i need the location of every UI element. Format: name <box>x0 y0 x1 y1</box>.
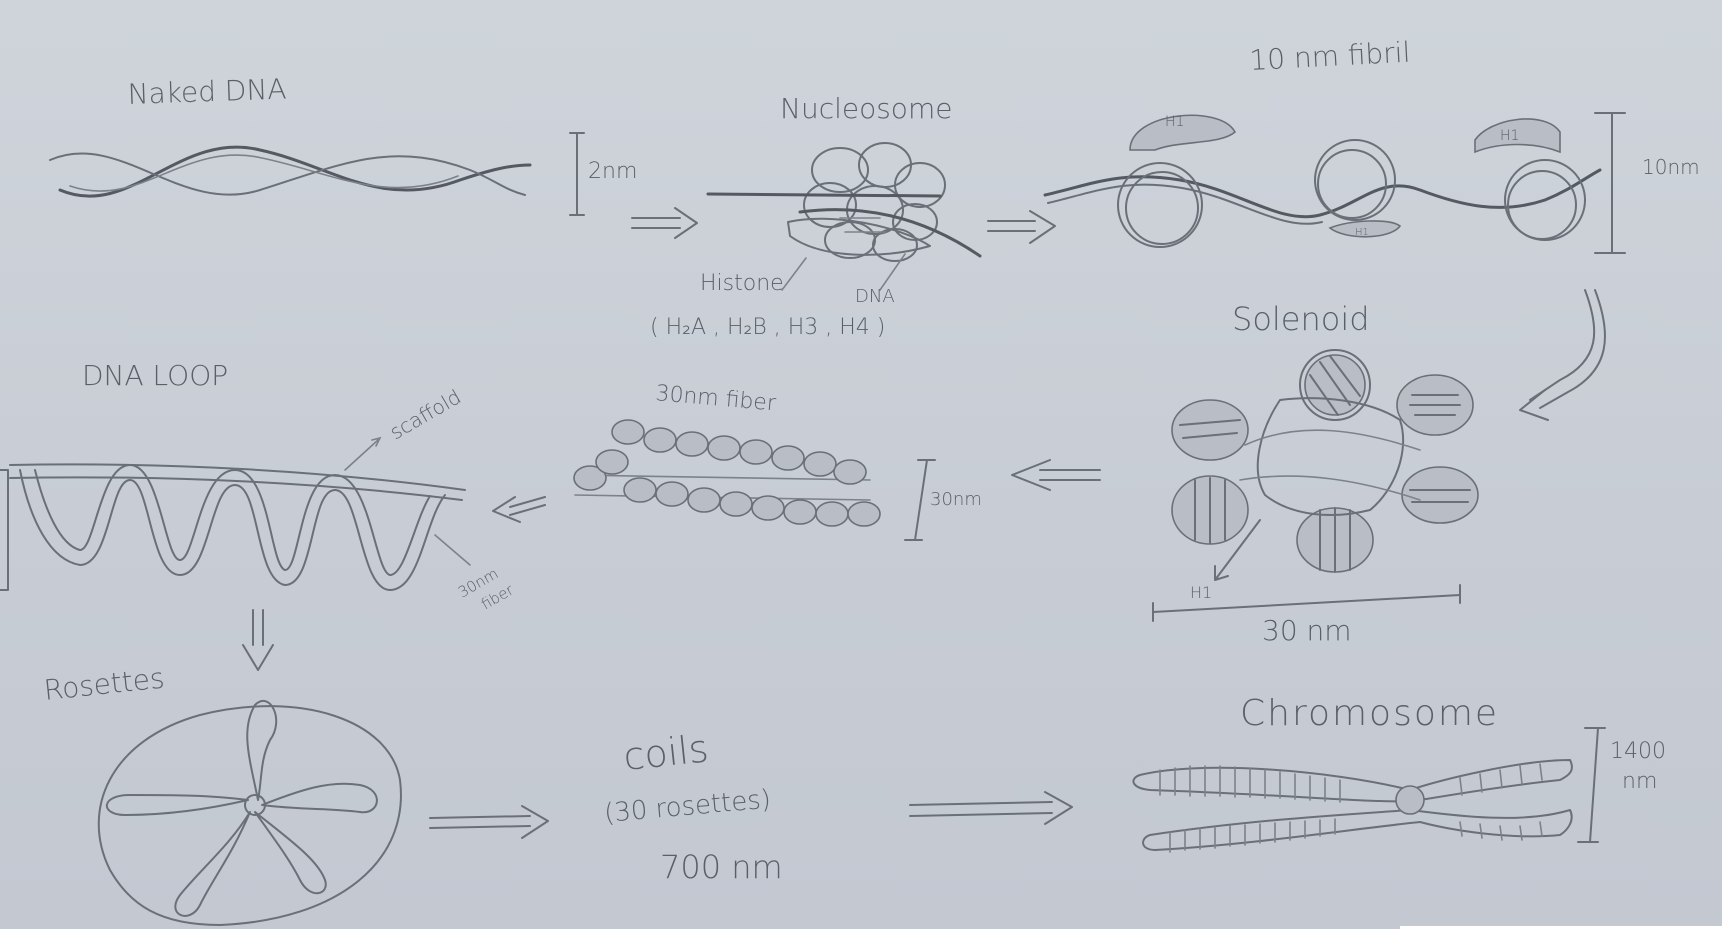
chromosome-title: Chromosome <box>1240 693 1499 734</box>
arrow-nucleosome-to-fibril <box>988 211 1055 243</box>
arrow-solenoid-to-fiber <box>1012 460 1100 490</box>
h1-small-label: H1 <box>1355 227 1369 238</box>
arrow-fiber-to-loop <box>493 497 545 522</box>
scaffold-label: scaffold <box>386 385 466 445</box>
arrow-naked-to-nucleosome <box>632 208 697 238</box>
coils-size: 700 nm <box>660 848 783 886</box>
rosettes-drawing <box>99 701 401 925</box>
coils-title: coils <box>621 726 710 779</box>
fibril-scale-bar <box>1595 113 1625 253</box>
coils-subtitle: (30 rosettes) <box>603 785 772 829</box>
naked-dna-title: Naked DNA <box>127 72 287 111</box>
arrow-loop-to-rosettes <box>243 610 273 670</box>
paper-edge <box>1722 0 1728 929</box>
naked-dna-scale-label: 2nm <box>588 159 637 184</box>
arrow-rosettes-to-coils <box>430 806 548 838</box>
arrow-coils-to-chromosome <box>910 792 1072 824</box>
rosettes-title: Rosettes <box>42 662 166 707</box>
dna-loop-title: DNA LOOP <box>82 359 228 392</box>
h1-right-label: H1 <box>1500 128 1519 144</box>
fiber-scale-label: 30nm <box>930 489 982 510</box>
chromosome-scale-label-b: nm <box>1622 769 1657 794</box>
nucleosome-drawing <box>708 143 980 290</box>
fiber-30nm-drawing <box>574 420 880 526</box>
solenoid-scale-label: 30 nm <box>1262 614 1352 647</box>
nucleosome-title: Nucleosome <box>780 92 952 125</box>
chromosome-scale-bar <box>1578 728 1605 842</box>
naked-dna-scale-bar <box>570 133 584 215</box>
solenoid-drawing <box>1172 350 1478 580</box>
naked-dna-helix <box>50 147 530 196</box>
fibril-scale-label: 10nm <box>1642 155 1700 179</box>
chromosome-drawing <box>1133 760 1572 852</box>
arrow-fibril-to-solenoid <box>1520 290 1605 420</box>
dna-loop-drawing <box>0 438 470 590</box>
h1-left-label: H1 <box>1165 114 1184 130</box>
fibril-10nm-title: 10 nm fibril <box>1249 36 1411 77</box>
dna-label: DNA <box>855 286 895 307</box>
solenoid-title: Solenoid <box>1232 300 1370 338</box>
histone-types-label: ( H₂A , H₂B , H3 , H4 ) <box>650 315 885 340</box>
fiber-30nm-title: 30nm fiber <box>654 381 777 417</box>
solenoid-h1-label: H1 <box>1190 583 1212 602</box>
histone-label: Histone <box>700 271 784 296</box>
chromosome-scale-label-a: 1400 <box>1610 739 1666 764</box>
